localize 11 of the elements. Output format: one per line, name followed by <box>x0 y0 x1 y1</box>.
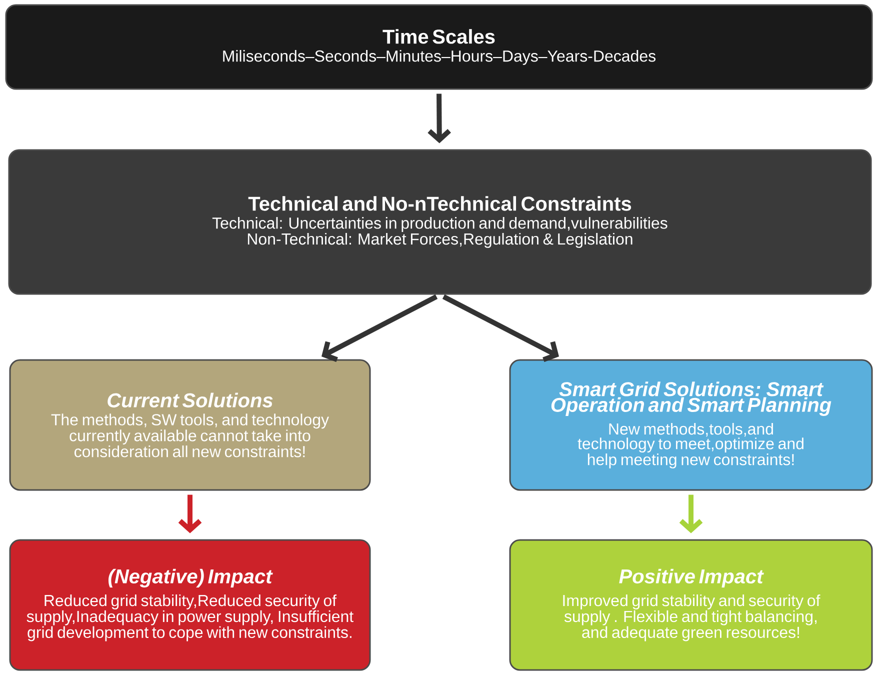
arrow <box>442 294 560 362</box>
arrow <box>322 294 438 362</box>
solution-box: Smart Grid Solutions: Smart Operation and Smart Planning New methods,tools,and technology to meet,optimize and help meeting new constraints! <box>509 359 873 491</box>
constraints-box: Technical and No-nTechnical Constraints Technical: Uncertainties in production and demand,vulnerabilities Non-Technical: Market Forces,Regulation & Legislation <box>8 149 872 295</box>
header-box: Time Scales Miliseconds–Seconds–Minutes–Hours–Days–Years-Decades <box>5 4 873 90</box>
impact-box: Positive Impact Improved grid stability and security of supply . Flexible and tight balancing, and adequate green resources! <box>509 539 873 671</box>
arrow <box>679 494 703 534</box>
solution-box: Current Solutions The methods, SW tools, and technology currently available cannot take into consideration all new constraints! <box>9 359 371 491</box>
arrow <box>428 94 451 144</box>
arrow <box>178 494 202 534</box>
impact-box: (Negative) Impact Reduced grid stability,Reduced security of supply,Inadequacy in power supply, Insufficient grid development to cope with new constraints. <box>9 539 371 671</box>
